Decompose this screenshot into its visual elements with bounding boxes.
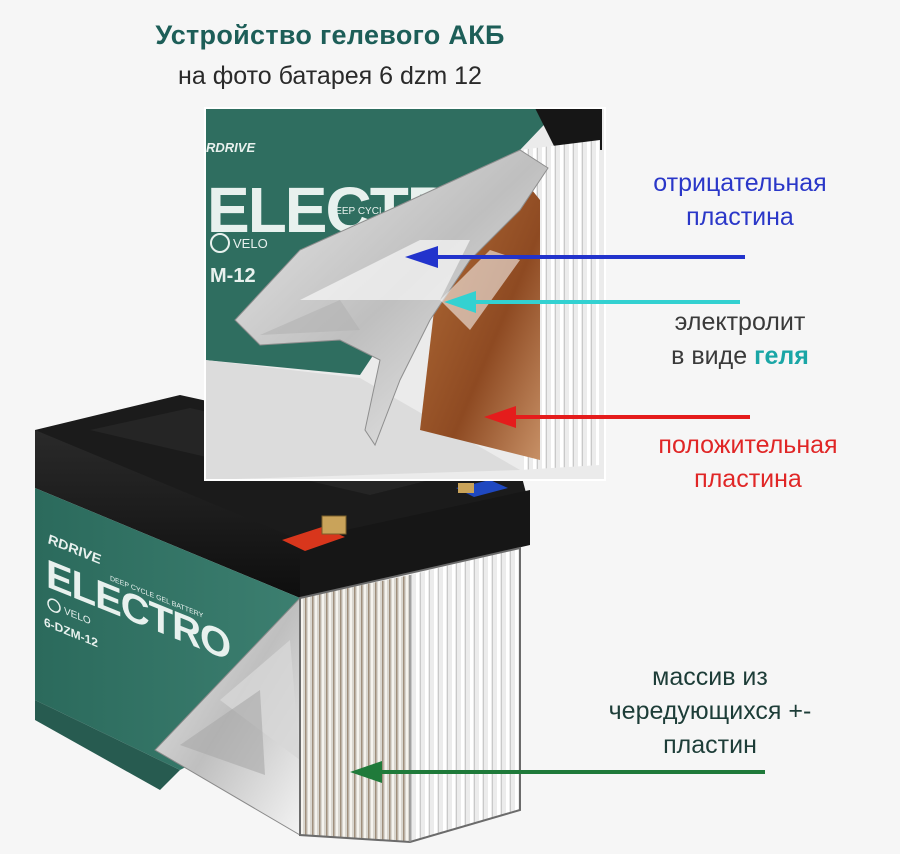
label-positive-line1: положительная bbox=[658, 431, 838, 459]
label-array-line3: пластин bbox=[663, 731, 757, 759]
label-array-line1: массив из bbox=[652, 663, 768, 691]
label-electrolyte: электролит в виде геля bbox=[620, 305, 860, 373]
label-electrolyte-prefix: в виде bbox=[671, 342, 755, 370]
page-title: Устройство гелевого АКБ bbox=[155, 20, 505, 50]
label-plate-array: массив из чередующихся +- пластин bbox=[560, 660, 860, 762]
label-positive-line2: пластина bbox=[694, 465, 802, 493]
terminal-positive-tab bbox=[321, 515, 347, 535]
arrow-positive bbox=[484, 406, 750, 428]
battery-lid-side bbox=[300, 490, 530, 598]
inset-photo: RDRIVE ELECTRO DEEP CYCLE GEL BATTERY VE… bbox=[204, 107, 606, 481]
arrow-array bbox=[350, 761, 765, 783]
label-negative-line2: пластина bbox=[686, 203, 794, 231]
label-negative-line1: отрицательная bbox=[653, 169, 827, 197]
label-electrolyte-line2: в виде геля bbox=[620, 339, 860, 373]
label-electrolyte-accent: геля bbox=[754, 342, 809, 370]
battery-main: RDRIVE ELECTRO DEEP CYCLE GEL BATTERY VE… bbox=[35, 395, 530, 844]
battery-lid-front bbox=[35, 430, 300, 598]
label-array-line2: чередующихся +- bbox=[608, 697, 812, 725]
plate-array-side bbox=[410, 548, 520, 842]
inset-positive-plate bbox=[420, 175, 540, 460]
label-electrolyte-line1: электролит bbox=[674, 308, 806, 336]
arrow-electrolyte bbox=[444, 291, 740, 313]
arrow-negative bbox=[405, 246, 745, 268]
page-subtitle: на фото батарея 6 dzm 12 bbox=[178, 62, 482, 90]
label-positive-plate: положительная пластина bbox=[608, 428, 888, 496]
label-negative-plate: отрицательная пластина bbox=[600, 166, 880, 234]
plate-array-front bbox=[300, 575, 410, 842]
inset-brand: RDRIVE bbox=[206, 140, 255, 155]
inset-model: M-12 bbox=[210, 265, 256, 287]
inset-sub-brand: VELO bbox=[233, 236, 268, 251]
